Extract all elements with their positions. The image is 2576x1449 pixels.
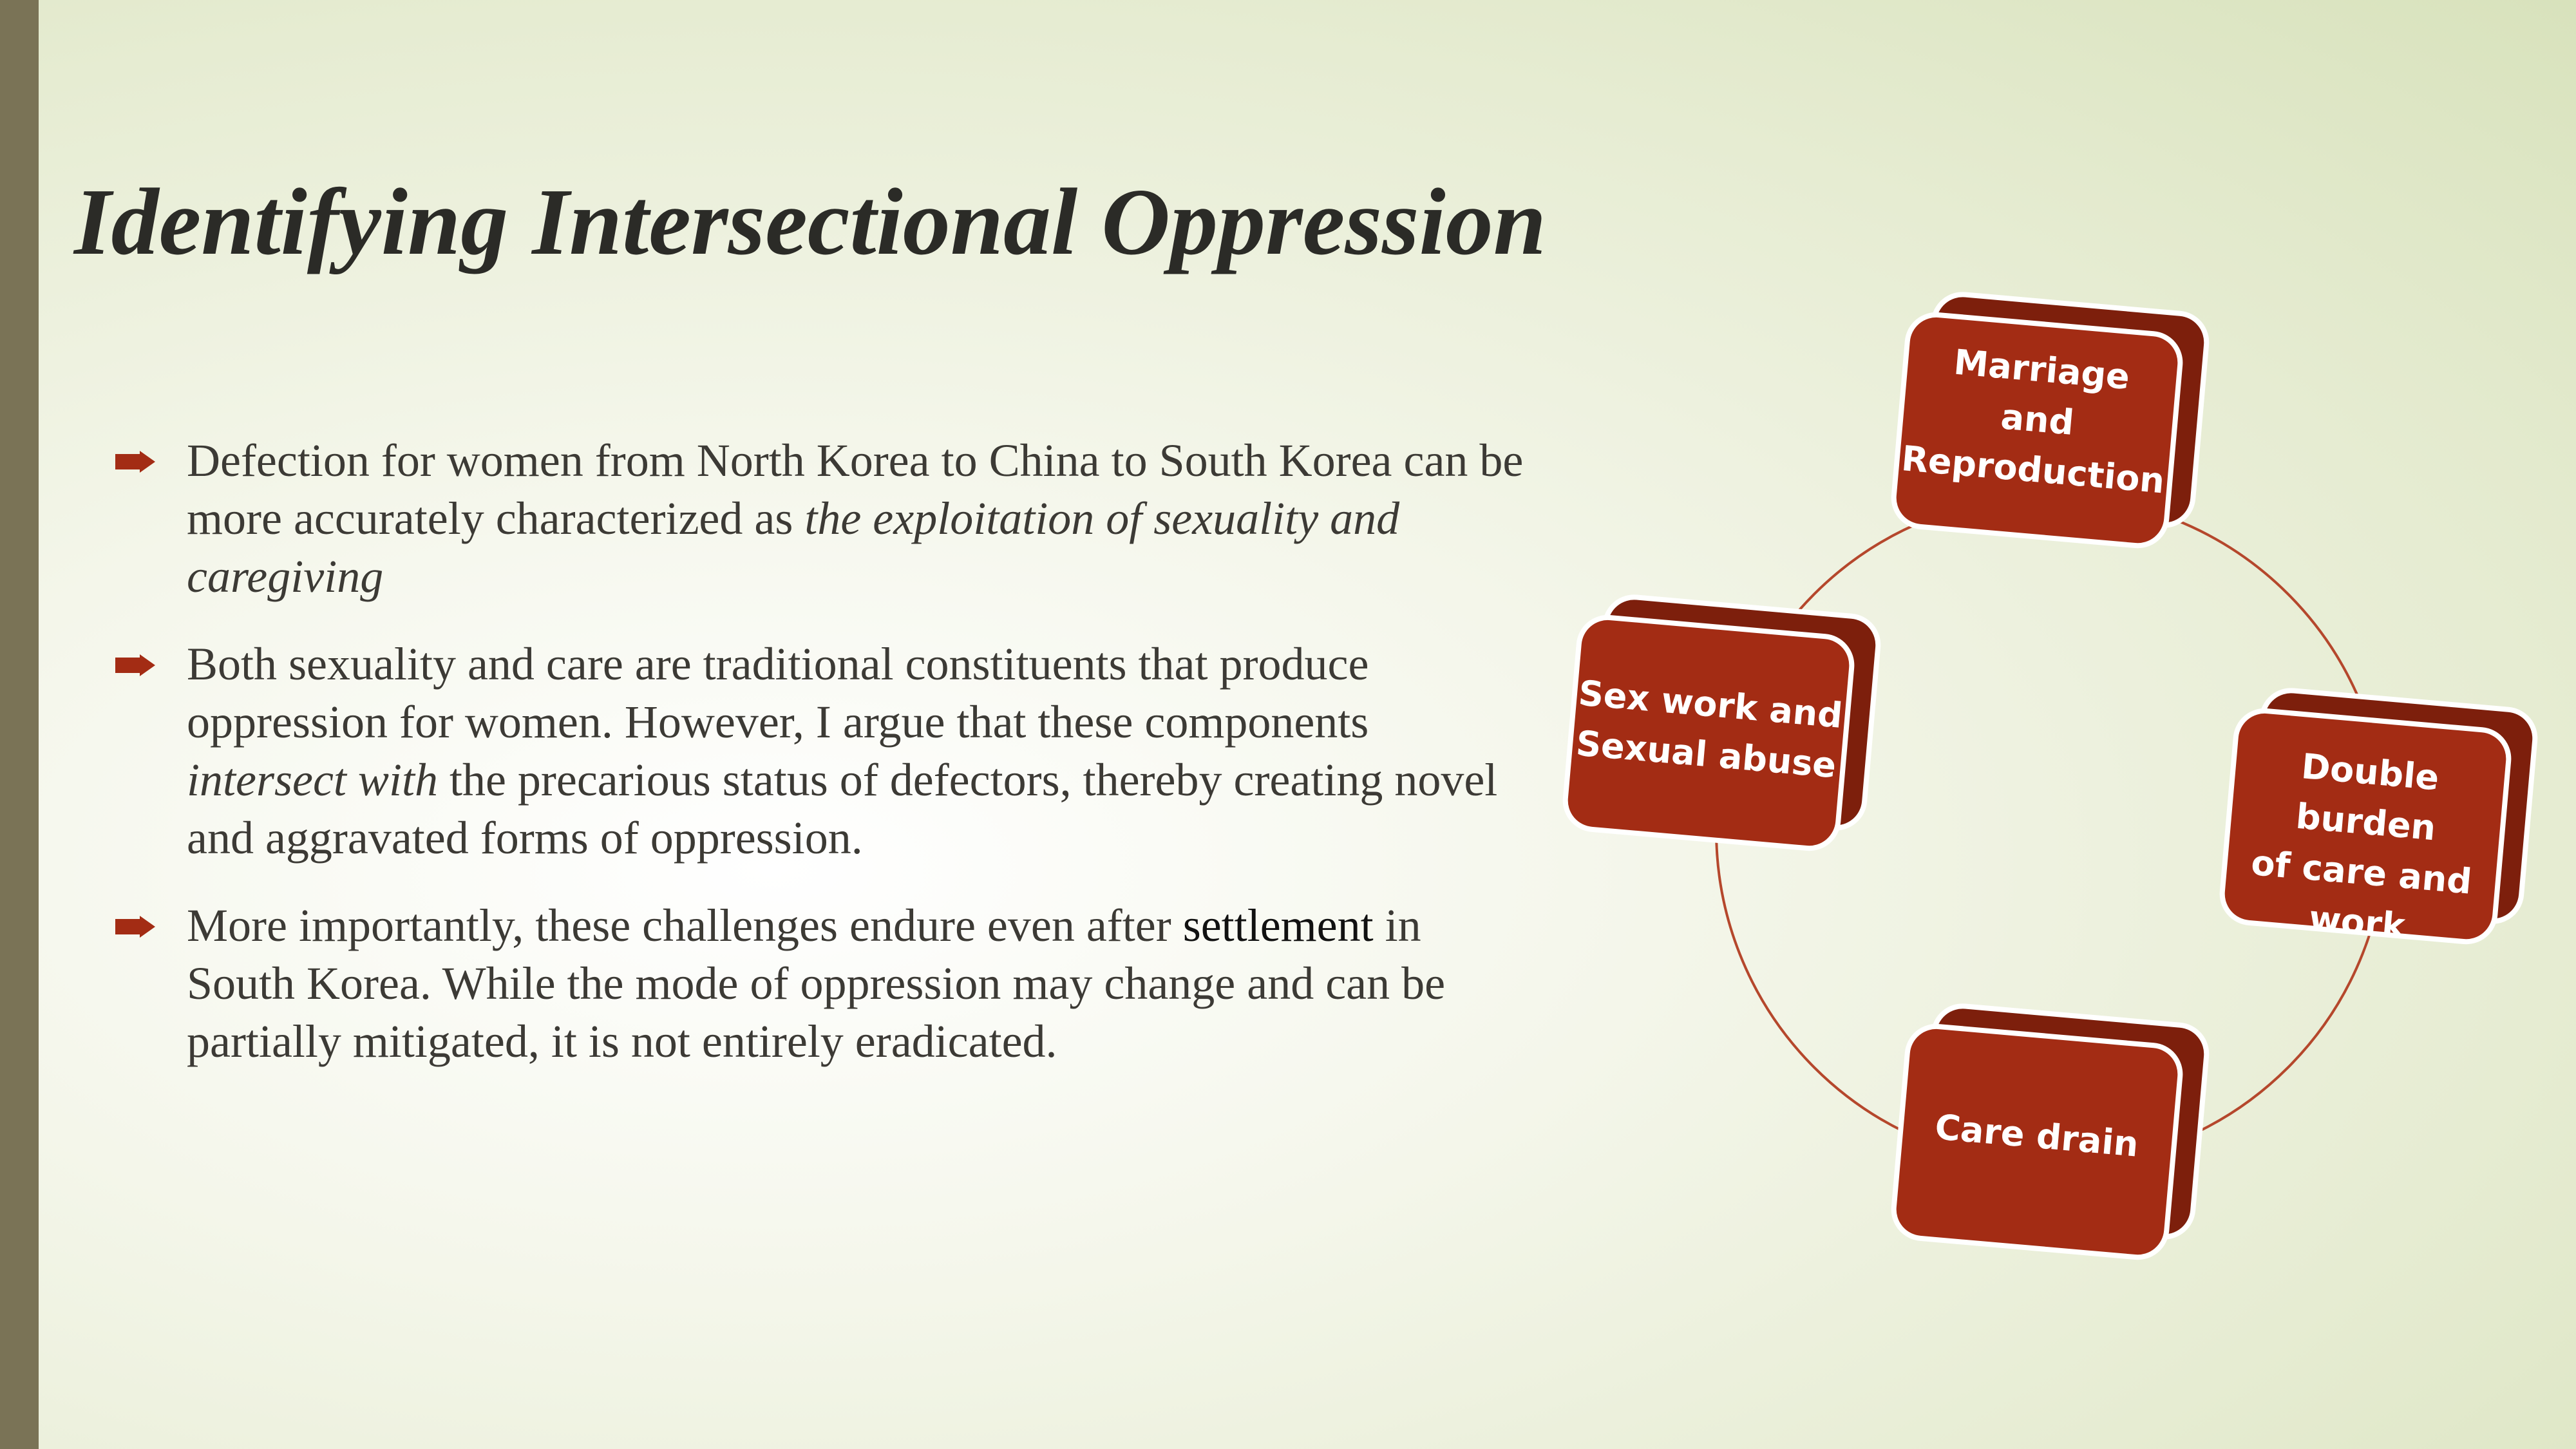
node-label-marriage: Marriage and Reproduction bbox=[1895, 333, 2181, 507]
bullet-item: Defection for women from North Korea to … bbox=[113, 431, 1530, 605]
bullet-item: Both sexuality and care are traditional … bbox=[113, 635, 1530, 867]
bullet-text: Defection for women from North Korea to … bbox=[187, 431, 1530, 605]
node-label-sex-work: Sex work and Sexual abuse bbox=[1567, 668, 1849, 791]
bullet-text-highlight: settlement bbox=[1182, 900, 1374, 951]
bullet-text-span: Both sexuality and care are traditional … bbox=[187, 638, 1369, 748]
bullet-text-span: in South Korea. While the mode of oppres… bbox=[187, 900, 1446, 1067]
bullet-text: More importantly, these challenges endur… bbox=[187, 896, 1530, 1070]
node-label-double-burden: Double burden of care and work bbox=[2219, 735, 2509, 960]
bullet-text: Both sexuality and care are traditional … bbox=[187, 635, 1530, 867]
bullet-text-italic: intersect with bbox=[187, 754, 438, 806]
bullet-text-italic: the exploitation of sexuality and caregi… bbox=[187, 493, 1400, 602]
arrow-bullet-icon bbox=[115, 654, 155, 676]
bullet-text-span: Defection for women from North Korea to … bbox=[187, 435, 1524, 544]
slide-title: Identifying Intersectional Oppression bbox=[74, 169, 1546, 275]
left-accent-bar bbox=[0, 0, 39, 1449]
bullet-item: More importantly, these challenges endur… bbox=[113, 896, 1530, 1070]
bullet-text-span: More importantly, these challenges endur… bbox=[187, 900, 1183, 951]
arrow-bullet-icon bbox=[115, 451, 155, 473]
node-label-care-drain: Care drain bbox=[1898, 1099, 2175, 1173]
arrow-bullet-icon bbox=[115, 916, 155, 938]
bullet-text-span: the precarious status of defectors, ther… bbox=[187, 754, 1498, 864]
bullet-list: Defection for women from North Korea to … bbox=[113, 431, 1530, 1100]
node-line: Care drain bbox=[1933, 1106, 2141, 1165]
